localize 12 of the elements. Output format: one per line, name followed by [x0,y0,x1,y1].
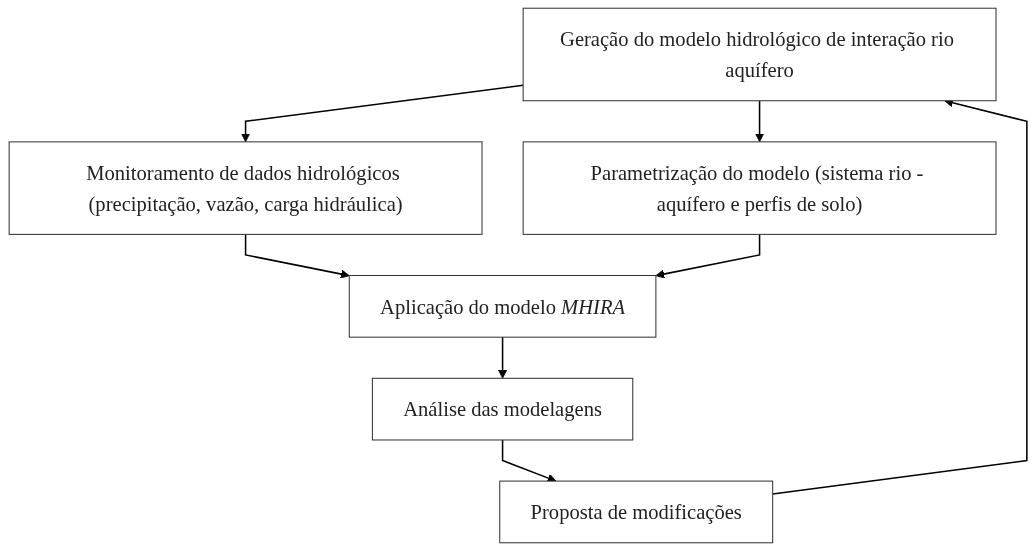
node-box: Proposta de modificações [499,480,774,544]
node-box: Aplicação do modelo MHIRA [348,275,657,338]
node-box: Geração do modelo hidrológico de interação rio aquífero [522,7,997,102]
node-box: Parametrização do modelo (sistema rio - aquífero e perfis de solo) [522,141,997,235]
arrow [241,84,524,143]
arrow [755,99,765,143]
arrow [498,336,508,379]
arrow [501,439,557,483]
arrow [244,233,350,279]
node-box: Análise das modelagens [371,377,634,441]
node-box: Monitoramento de dados hidrológicos (precipitação, vazão, carga hidráulica) [8,141,483,235]
arrow [655,233,761,279]
